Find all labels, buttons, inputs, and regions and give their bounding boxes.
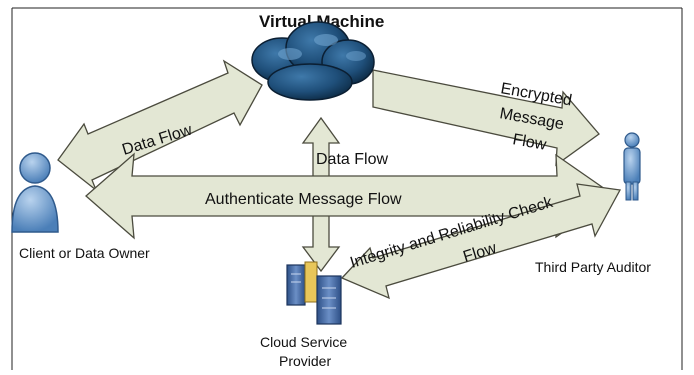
auditor-label: Third Party Auditor	[535, 259, 651, 275]
client-label: Client or Data Owner	[19, 245, 150, 261]
authenticate-label: Authenticate Message Flow	[205, 191, 402, 208]
client-person-icon	[11, 152, 59, 233]
csp-label-line1: Cloud Service	[260, 334, 347, 350]
data-flow-center-label: Data Flow	[316, 151, 388, 168]
csp-label-line2: Provider	[279, 353, 331, 369]
encrypted-label-line3: Flow	[511, 131, 548, 154]
cloud-icon	[251, 21, 375, 101]
encrypted-message-arrow	[372, 69, 600, 167]
server-icon	[286, 261, 342, 325]
data-flow-client-vm-arrow	[57, 59, 263, 193]
auditor-person-icon	[623, 132, 641, 201]
integrity-check-arrow	[340, 183, 622, 300]
